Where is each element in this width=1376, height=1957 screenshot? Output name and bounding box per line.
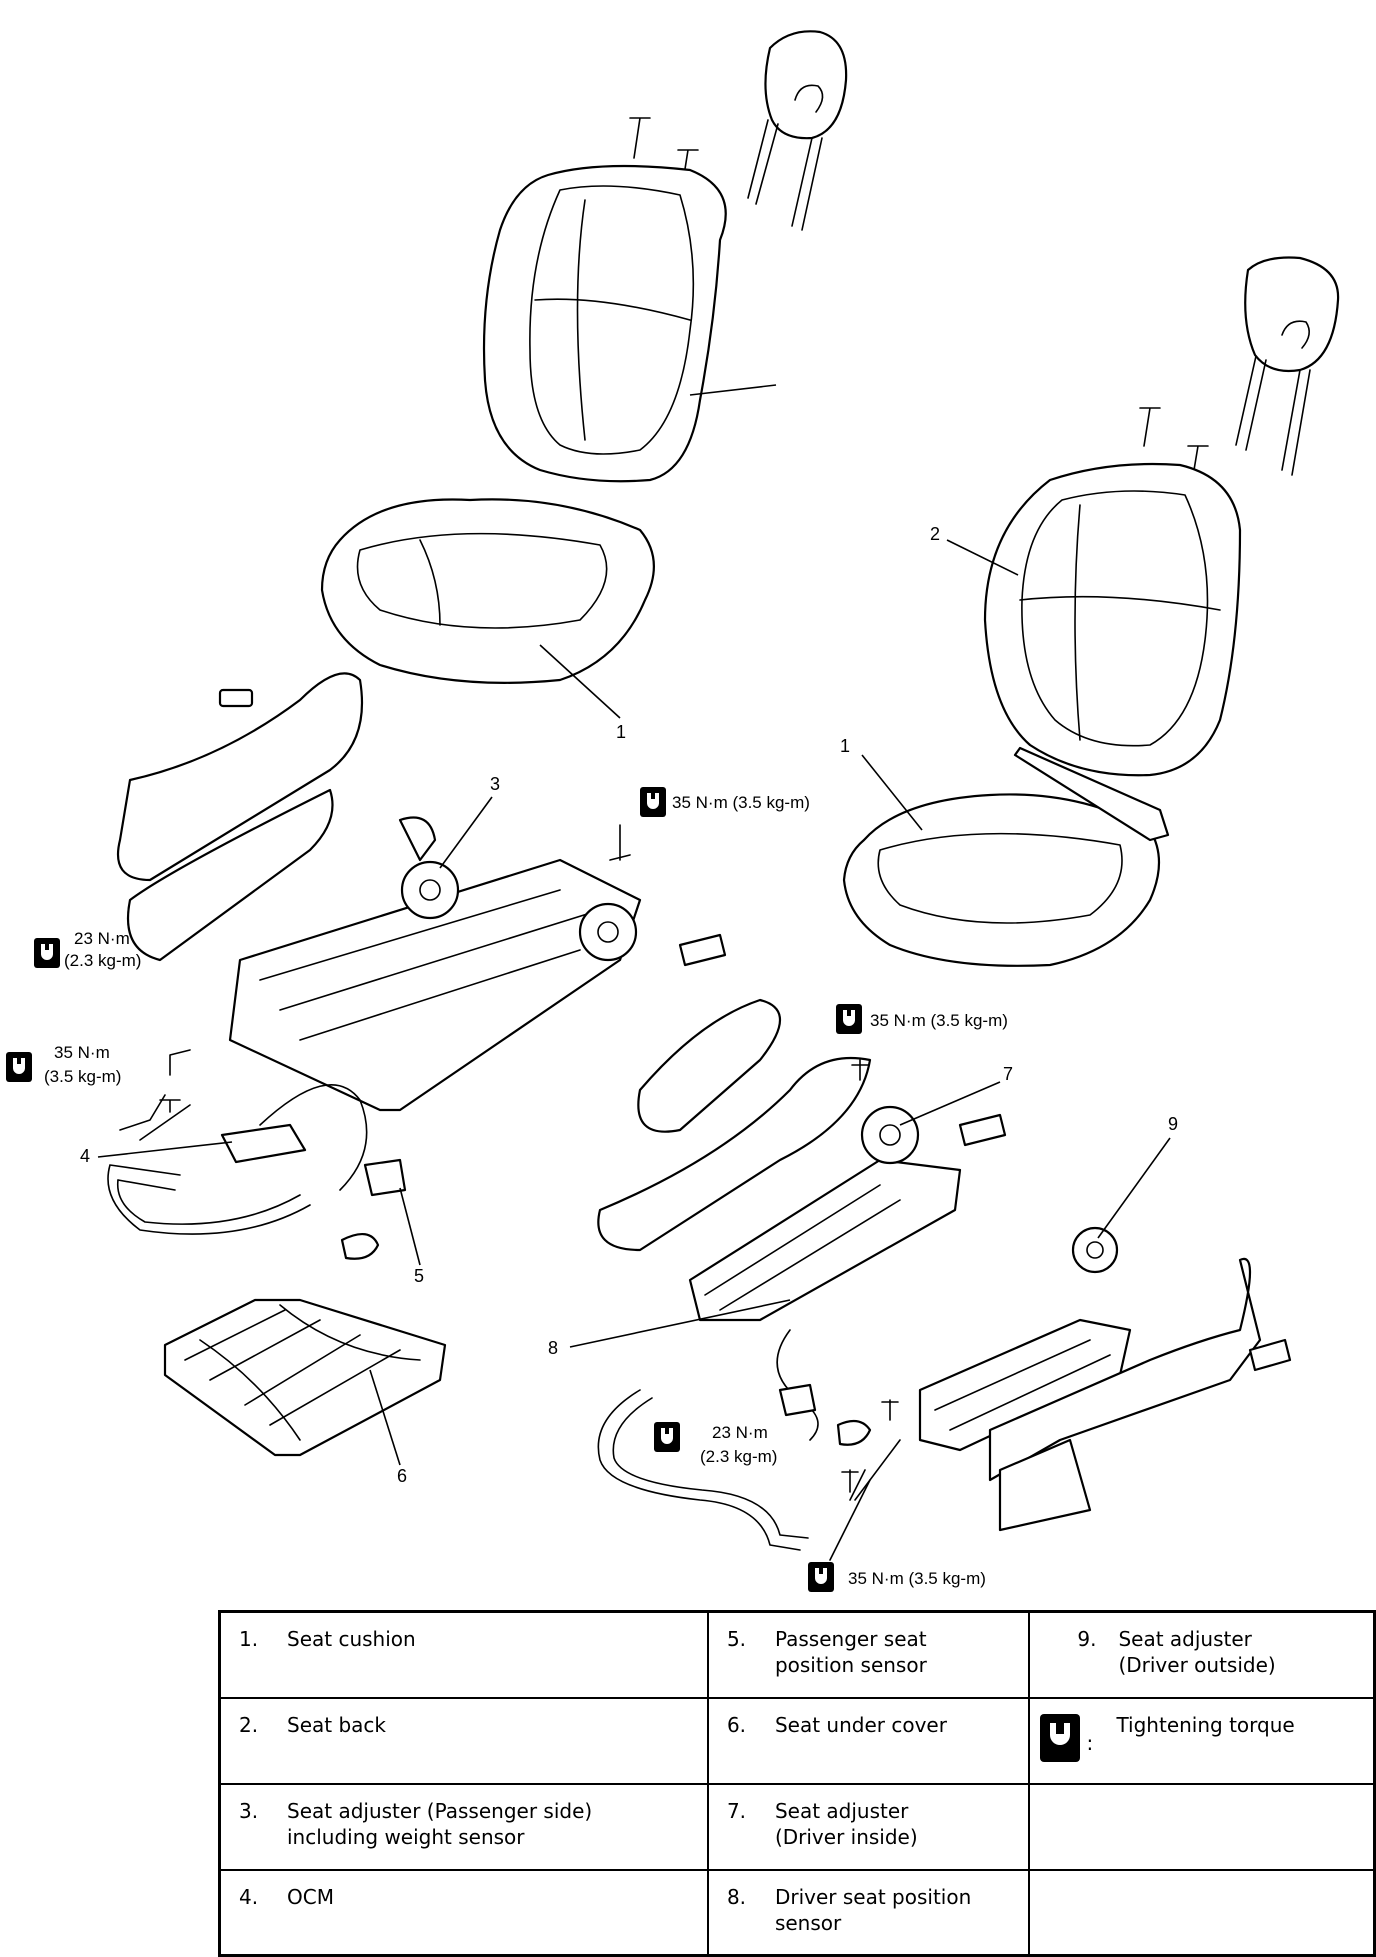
right-position-sensor [776,1329,872,1446]
torque-label-3: 35 N·m (3.5 kg-m) [6,1043,121,1086]
torque-wrench-icon [6,1052,32,1082]
legend-number: 2. [239,1712,259,1737]
torque-label-6: 35 N·m (3.5 kg-m) [808,1562,986,1592]
left-ocm [220,1084,368,1191]
svg-text:35 N·m (3.5 kg-m): 35 N·m (3.5 kg-m) [848,1569,986,1588]
callout-9: 9 [1168,1114,1178,1134]
svg-text:(3.5 kg-m): (3.5 kg-m) [44,1067,121,1086]
left-seat-back [482,164,727,483]
svg-text:35 N·m (3.5 kg-m): 35 N·m (3.5 kg-m) [870,1011,1008,1030]
left-headrest [747,30,848,231]
legend-text: Passenger seat position sensor [774,1627,927,1677]
torque-label-4: 35 N·m (3.5 kg-m) [836,1004,1008,1034]
legend-number: 4. [239,1884,259,1909]
legend-text: OCM [287,1884,334,1909]
torque-wrench-icon [808,1562,834,1592]
legend-text: Seat adjuster (Driver inside) [774,1798,918,1849]
callout-5: 5 [414,1266,424,1286]
legend-text: Driver seat position sensor [774,1884,972,1935]
callout-1-right: 1 [840,736,850,756]
legend-empty-cell [1028,1868,1376,1957]
callout-8: 8 [548,1338,558,1358]
legend-row: 2. Seat back 6. Seat under cover : Tighteni… [218,1696,1376,1785]
legend-text: Seat cushion [287,1627,416,1651]
callout-6: 6 [397,1466,407,1486]
torque-wrench-icon [640,787,666,817]
legend-number: 9. [1077,1627,1097,1651]
legend-number: 6. [726,1712,747,1737]
left-wire-harness [107,1164,311,1235]
torque-wrench-icon [1040,1713,1081,1762]
left-side-trim [116,672,364,962]
right-seat-adjuster-outer [918,1226,1132,1452]
legend-text: Tightening torque [1116,1712,1295,1737]
right-torque-bolts [829,1059,901,1561]
callout-2: 2 [930,524,940,544]
svg-text:23 N·m: 23 N·m [74,929,130,948]
callout-4: 4 [80,1146,90,1166]
svg-text:35 N·m (3.5 kg-m): 35 N·m (3.5 kg-m) [672,793,810,812]
legend-number: 7. [726,1798,747,1823]
parts-legend-table: 1. Seat cushion 5. Passenger seat position… [218,1610,1376,1957]
right-seat-back [983,462,1242,777]
legend-text: Seat adjuster (Passenger side) including… [287,1798,593,1849]
right-seat-cushion [842,746,1170,967]
svg-text:(2.3 kg-m): (2.3 kg-m) [64,951,141,970]
legend-text: Seat back [287,1712,386,1737]
torque-wrench-icon [34,938,60,968]
legend-empty-cell [1028,1782,1376,1871]
callout-1-left: 1 [616,722,626,742]
torque-label-5: 23 N·m (2.3 kg-m) [654,1422,777,1466]
left-seat-adjuster [228,816,642,1112]
right-headrest [1235,256,1340,476]
left-seat-cushion [320,498,655,684]
torque-label-1: 35 N·m (3.5 kg-m) [640,787,810,817]
svg-text:35 N·m: 35 N·m [54,1043,110,1062]
right-side-trim-inner [597,998,872,1252]
legend-number: 3. [239,1798,259,1823]
right-small-parts [678,933,1292,1372]
legend-colon: : [1086,1730,1094,1755]
legend-text: Seat adjuster (Driver outside) [1118,1627,1276,1677]
right-side-trim-outer [988,1257,1262,1532]
callout-3: 3 [490,774,500,794]
legend-row: 3. Seat adjuster (Passenger side) includi… [218,1782,1376,1871]
right-wire-harness [597,1389,809,1551]
exploded-seat-diagram: 1 1 2 3 4 5 6 7 8 9 35 N·m (3.5 kg-m) 23… [6,30,1340,1592]
torque-label-2: 23 N·m (2.3 kg-m) [34,929,141,970]
legend-row: 4. OCM 8. Driver seat position sensor [218,1868,1376,1957]
legend-number: 1. [239,1627,259,1651]
left-under-cover [163,1298,447,1457]
legend-number: 5. [726,1627,747,1651]
torque-wrench-icon [654,1422,680,1452]
legend-row: 1. Seat cushion 5. Passenger seat position… [218,1610,1376,1699]
left-position-sensor [340,1158,407,1260]
torque-wrench-icon [836,1004,862,1034]
legend-number: 8. [726,1884,747,1909]
callout-7: 7 [1003,1064,1013,1084]
svg-text:23 N·m: 23 N·m [712,1423,768,1442]
legend-text: Seat under cover [774,1712,947,1737]
left-torque-bolts [119,824,631,1141]
svg-text:(2.3 kg-m): (2.3 kg-m) [700,1447,777,1466]
